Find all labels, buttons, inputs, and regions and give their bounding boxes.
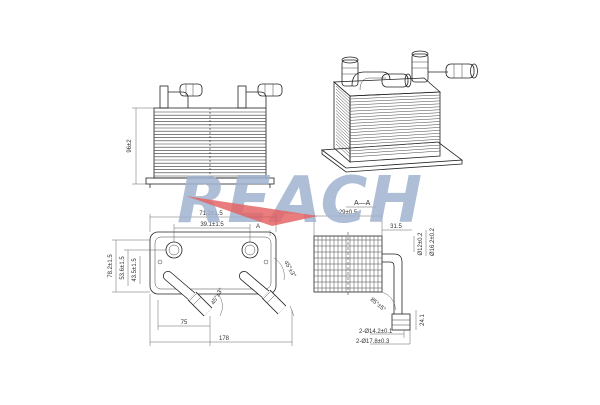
fin-line [349, 100, 441, 106]
isometric-view-fins [335, 85, 441, 158]
dim-section-tube-len: 24.1 [420, 314, 426, 326]
front-view-pipes [159, 83, 283, 109]
section-label: A—A [354, 200, 371, 207]
dim-bottom-2: 178 [219, 336, 230, 342]
fin-line [349, 147, 441, 155]
dim-bottom-1: 75 [181, 320, 188, 326]
fin-line [349, 97, 441, 103]
dim-section-hose-2: 2-Ø17.8±0.3 [356, 339, 390, 345]
fin-line [335, 91, 351, 106]
fin-line [349, 94, 441, 100]
fin-line [335, 113, 351, 127]
fin-line [335, 110, 351, 124]
fin-line [335, 85, 351, 100]
fin-line [335, 116, 351, 130]
dim-section-offset: 31.5 [390, 224, 402, 230]
fin-line [335, 125, 351, 139]
dim-section-angle: 85°±5° [369, 297, 387, 314]
fin-line [349, 141, 441, 149]
fin-line [349, 106, 441, 112]
fin-line [335, 88, 351, 103]
fin-line [349, 133, 441, 139]
front-view: 96±2 [127, 83, 283, 188]
fin-line [335, 143, 351, 158]
section-cut-marker: A [256, 224, 260, 230]
fin-line [335, 131, 351, 145]
fin-line [349, 127, 441, 133]
fin-line [349, 130, 441, 136]
isometric-view [320, 50, 478, 173]
plan-view-ports [157, 241, 269, 265]
dim-section-dia-2: Ø16.2±0.2 [430, 227, 436, 256]
fin-line [335, 128, 351, 142]
dim-inner-top: 39.1±1.5 [200, 222, 224, 228]
plan-view-plate [149, 231, 277, 295]
fin-line [349, 144, 441, 152]
section-view: A—A 29±0.5 31.5 Ø12±0.2 Ø16.2±0.2 85°±5°… [313, 200, 436, 345]
fin-line [335, 119, 351, 133]
fin-line [349, 150, 441, 158]
isometric-view-pipes [341, 50, 478, 91]
fin-line [349, 112, 441, 118]
fin-line [349, 136, 441, 142]
fin-line [349, 103, 441, 109]
fin-line [349, 121, 441, 127]
fin-line [335, 137, 351, 152]
fin-line [335, 98, 351, 112]
dim-section-hose-1: 2-Ø14.2±0.1 [359, 329, 393, 335]
fin-line [349, 138, 441, 146]
dim-section-top: 29±0.5 [339, 210, 358, 216]
dim-section-dia-1: Ø12±0.2 [418, 232, 424, 256]
front-view-base-plate [145, 177, 275, 185]
watermark-red-swoosh [186, 196, 318, 226]
fin-line [349, 118, 441, 124]
fin-line [335, 134, 351, 149]
fin-line [335, 140, 351, 155]
fin-line [335, 104, 351, 118]
fin-line [335, 122, 351, 136]
dim-left-3: 43.5±1.5 [132, 258, 138, 282]
fin-line [349, 109, 441, 115]
dim-angle-left: 45°±3° [211, 287, 226, 306]
fin-line [335, 107, 351, 121]
fin-line [335, 101, 351, 115]
plan-view-pipes [163, 271, 287, 317]
dim-left-1: 78.2±1.5 [108, 254, 114, 278]
fin-line [349, 115, 441, 121]
dim-overall-top: 71.2±1.5 [199, 211, 223, 217]
fin-line [349, 124, 441, 130]
dim-left-2: 53.6±1.5 [120, 256, 126, 280]
front-view-fins [154, 111, 266, 177]
section-view-tube [382, 253, 411, 331]
section-view-fins [314, 236, 382, 292]
reach-watermark: REACH [177, 164, 422, 238]
front-view-height-dim: 96±2 [127, 139, 133, 153]
fin-line [335, 94, 351, 109]
